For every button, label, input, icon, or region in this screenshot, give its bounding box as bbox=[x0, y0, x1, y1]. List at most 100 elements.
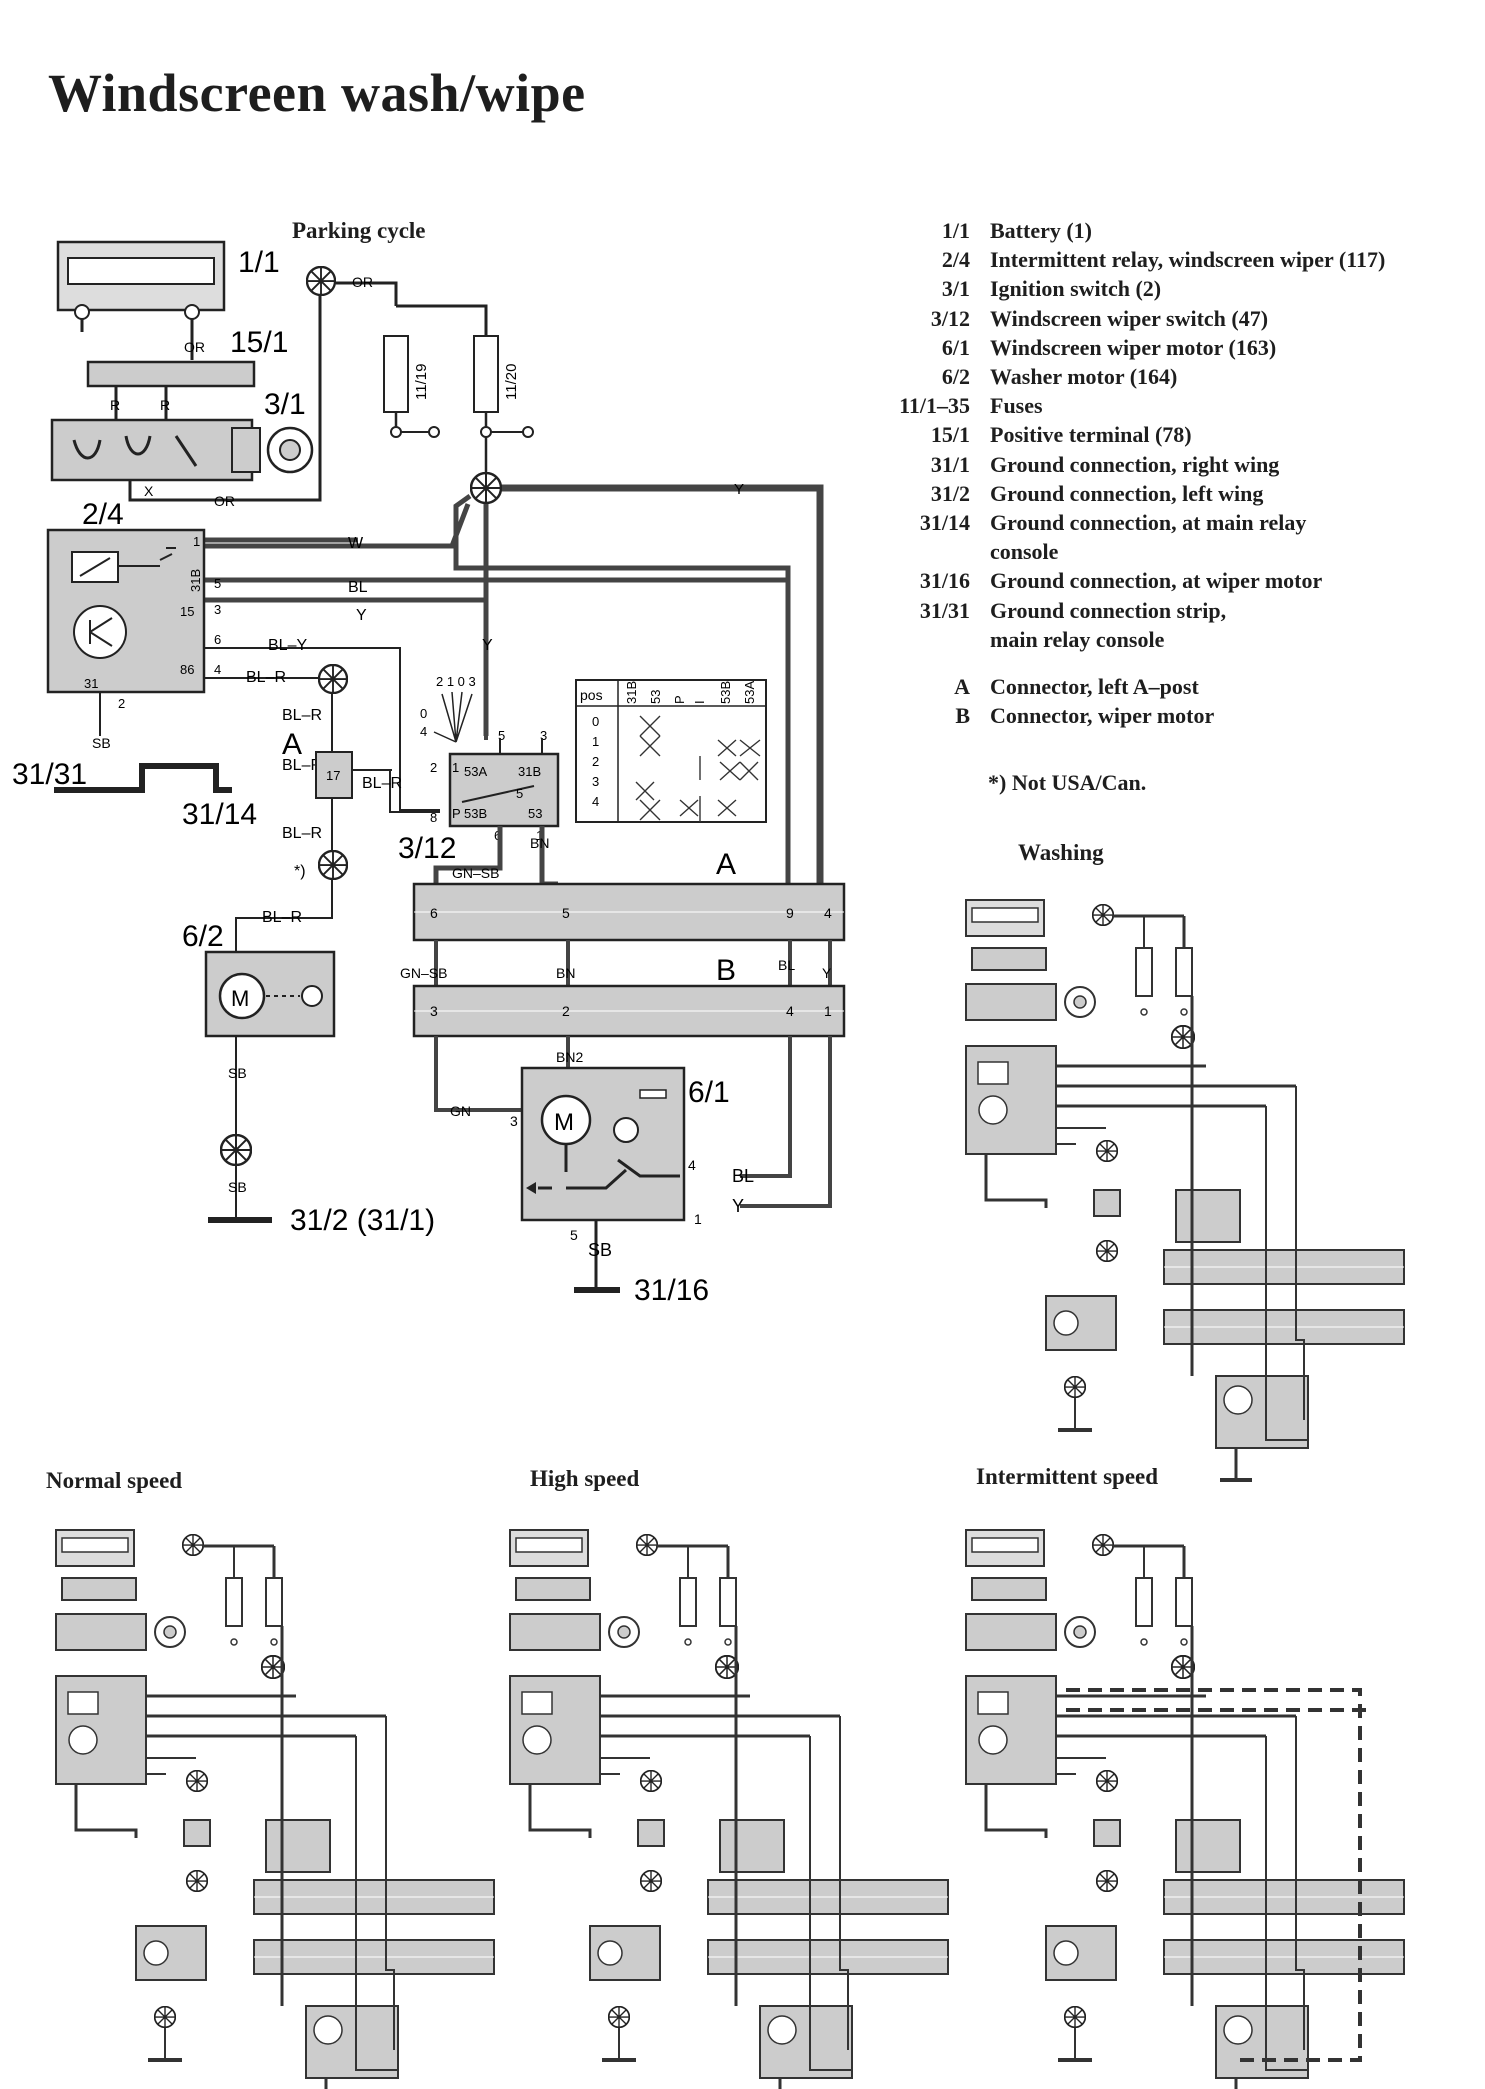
relay-pin-86: 86 bbox=[180, 662, 194, 677]
label-star-note: *) bbox=[294, 863, 306, 880]
connector-star-icon bbox=[306, 266, 336, 296]
wire-label-y-top: Y bbox=[734, 481, 744, 498]
label-31-16: 31/16 bbox=[634, 1274, 709, 1307]
table-header-53: 53 bbox=[648, 690, 663, 704]
wire-label-sb-relay: SB bbox=[92, 735, 111, 751]
label-6-2: 6/2 bbox=[182, 920, 224, 953]
motor-pin-3: 3 bbox=[510, 1113, 518, 1129]
switch-pin-5: 5 bbox=[498, 728, 505, 743]
wire-label-gn-sb-2: GN–SB bbox=[400, 965, 447, 981]
wire-label-bn-1: BN bbox=[530, 835, 549, 851]
washer-motor-icon bbox=[218, 972, 266, 1020]
mini-diagram-normal-speed bbox=[56, 1530, 494, 2089]
wire-label-y-switch: Y bbox=[482, 637, 493, 654]
junction-star-icon bbox=[470, 472, 502, 504]
wire-label-bl-y: BL–Y bbox=[268, 637, 307, 654]
fuse-11-19 bbox=[383, 335, 409, 413]
switch-pin-4: 4 bbox=[420, 724, 427, 739]
connector-a-pin-5: 5 bbox=[562, 905, 570, 921]
switch-pin-1: 1 bbox=[452, 760, 459, 775]
wire-label-y-relay: Y bbox=[356, 607, 367, 624]
wire-label-bl: BL bbox=[348, 579, 368, 596]
table-row-0: 0 bbox=[592, 714, 599, 729]
legend-row: console bbox=[990, 539, 1059, 565]
connector-b-pin-1: 1 bbox=[824, 1003, 832, 1019]
wire-label-sb-motor: SB bbox=[588, 1240, 612, 1260]
switch-pin-8: 8 bbox=[430, 810, 437, 825]
relay-pin-3: 3 bbox=[214, 602, 221, 617]
wire-label-bn2: BN2 bbox=[556, 1049, 583, 1065]
label-31-31: 31/31 bbox=[12, 758, 87, 791]
switch-pin-p: P bbox=[452, 806, 461, 821]
main-schematic-parking-cycle: 1/1 OR 15/1 R R 3/1 X OR OR 11/19 11/20 bbox=[12, 240, 846, 1307]
fuse-11-20 bbox=[473, 335, 499, 413]
wire-label-w: W bbox=[348, 535, 364, 552]
label-fuse-11-20: 11/20 bbox=[503, 364, 520, 400]
wire-label-y-conn: Y bbox=[822, 965, 832, 981]
label-fuse-11-19: 11/19 bbox=[413, 364, 430, 400]
wire-label-bl-r-6: BL–R bbox=[262, 909, 302, 926]
mini-diagram-intermittent-speed bbox=[966, 1530, 1404, 2089]
wire-label-bl-r-4: BL–R bbox=[282, 825, 322, 842]
connector-a-17 bbox=[315, 751, 353, 799]
wire-label-x: X bbox=[144, 483, 154, 499]
wire-label-gn-sb-1: GN–SB bbox=[452, 865, 499, 881]
switch-pin-0: 0 bbox=[420, 706, 427, 721]
subtitle-high-speed: High speed bbox=[530, 1466, 640, 1491]
relay-pin-31b: 31B bbox=[188, 569, 203, 592]
table-row-1: 1 bbox=[592, 734, 599, 749]
subtitle-parking-cycle: Parking cycle bbox=[292, 218, 426, 243]
label-31-2: 31/2 (31/1) bbox=[290, 1204, 435, 1237]
relay-pin-5: 5 bbox=[214, 576, 221, 591]
label-3-1: 3/1 bbox=[264, 388, 306, 421]
wire-label-bl-r-2: BL–R bbox=[282, 757, 322, 774]
wire-label-y-motor: Y bbox=[732, 1196, 744, 1216]
switch-pin-5b: 5 bbox=[516, 786, 523, 801]
relay-pin-1: 1 bbox=[193, 534, 200, 549]
label-3-12: 3/12 bbox=[398, 832, 456, 865]
washer-motor-m: M bbox=[231, 986, 249, 1011]
wiper-switch-3-12 bbox=[448, 752, 560, 828]
wire-label-bl-conn: BL bbox=[778, 957, 795, 973]
relay-pin-15: 15 bbox=[180, 604, 194, 619]
wire-label-bl-r-5: BL–R bbox=[362, 775, 402, 792]
table-header-i: I bbox=[692, 700, 707, 704]
positive-terminal-15-1 bbox=[86, 360, 256, 388]
wire-label-bl-motor: BL bbox=[732, 1166, 754, 1186]
wire-label-sb-washer-2: SB bbox=[228, 1179, 247, 1195]
connector-a-pin-6: 6 bbox=[430, 905, 438, 921]
intermittent-dashed-path bbox=[1066, 1688, 1370, 2062]
connector-star-icon bbox=[318, 664, 348, 694]
table-header-p: P bbox=[672, 695, 687, 704]
label-6-1: 6/1 bbox=[688, 1076, 730, 1109]
wire-label-r-2: R bbox=[160, 397, 170, 413]
motor-pin-5: 5 bbox=[570, 1227, 578, 1243]
label-a-post: A bbox=[282, 728, 302, 761]
table-header-53b: 53B bbox=[718, 681, 733, 704]
switch-pin-53: 53 bbox=[528, 806, 542, 821]
wire-label-sb-washer-1: SB bbox=[228, 1065, 247, 1081]
legend-row: main relay console bbox=[990, 626, 1165, 652]
wire-label-or-right: OR bbox=[352, 274, 373, 290]
motor-pin-1: 1 bbox=[694, 1211, 702, 1227]
mini-diagram-high-speed bbox=[510, 1530, 948, 2089]
table-header-53a: 53A bbox=[742, 681, 757, 704]
table-row-4: 4 bbox=[592, 794, 599, 809]
subtitle-intermittent-speed: Intermittent speed bbox=[976, 1464, 1159, 1489]
page-title: Windscreen wash/wipe bbox=[48, 63, 586, 123]
switch-position-list: 2 1 0 3 bbox=[436, 674, 476, 689]
switch-pin-53a: 53A bbox=[464, 764, 487, 779]
connector-b-pin-2: 2 bbox=[562, 1003, 570, 1019]
wire-label-or-mid: OR bbox=[214, 493, 235, 509]
